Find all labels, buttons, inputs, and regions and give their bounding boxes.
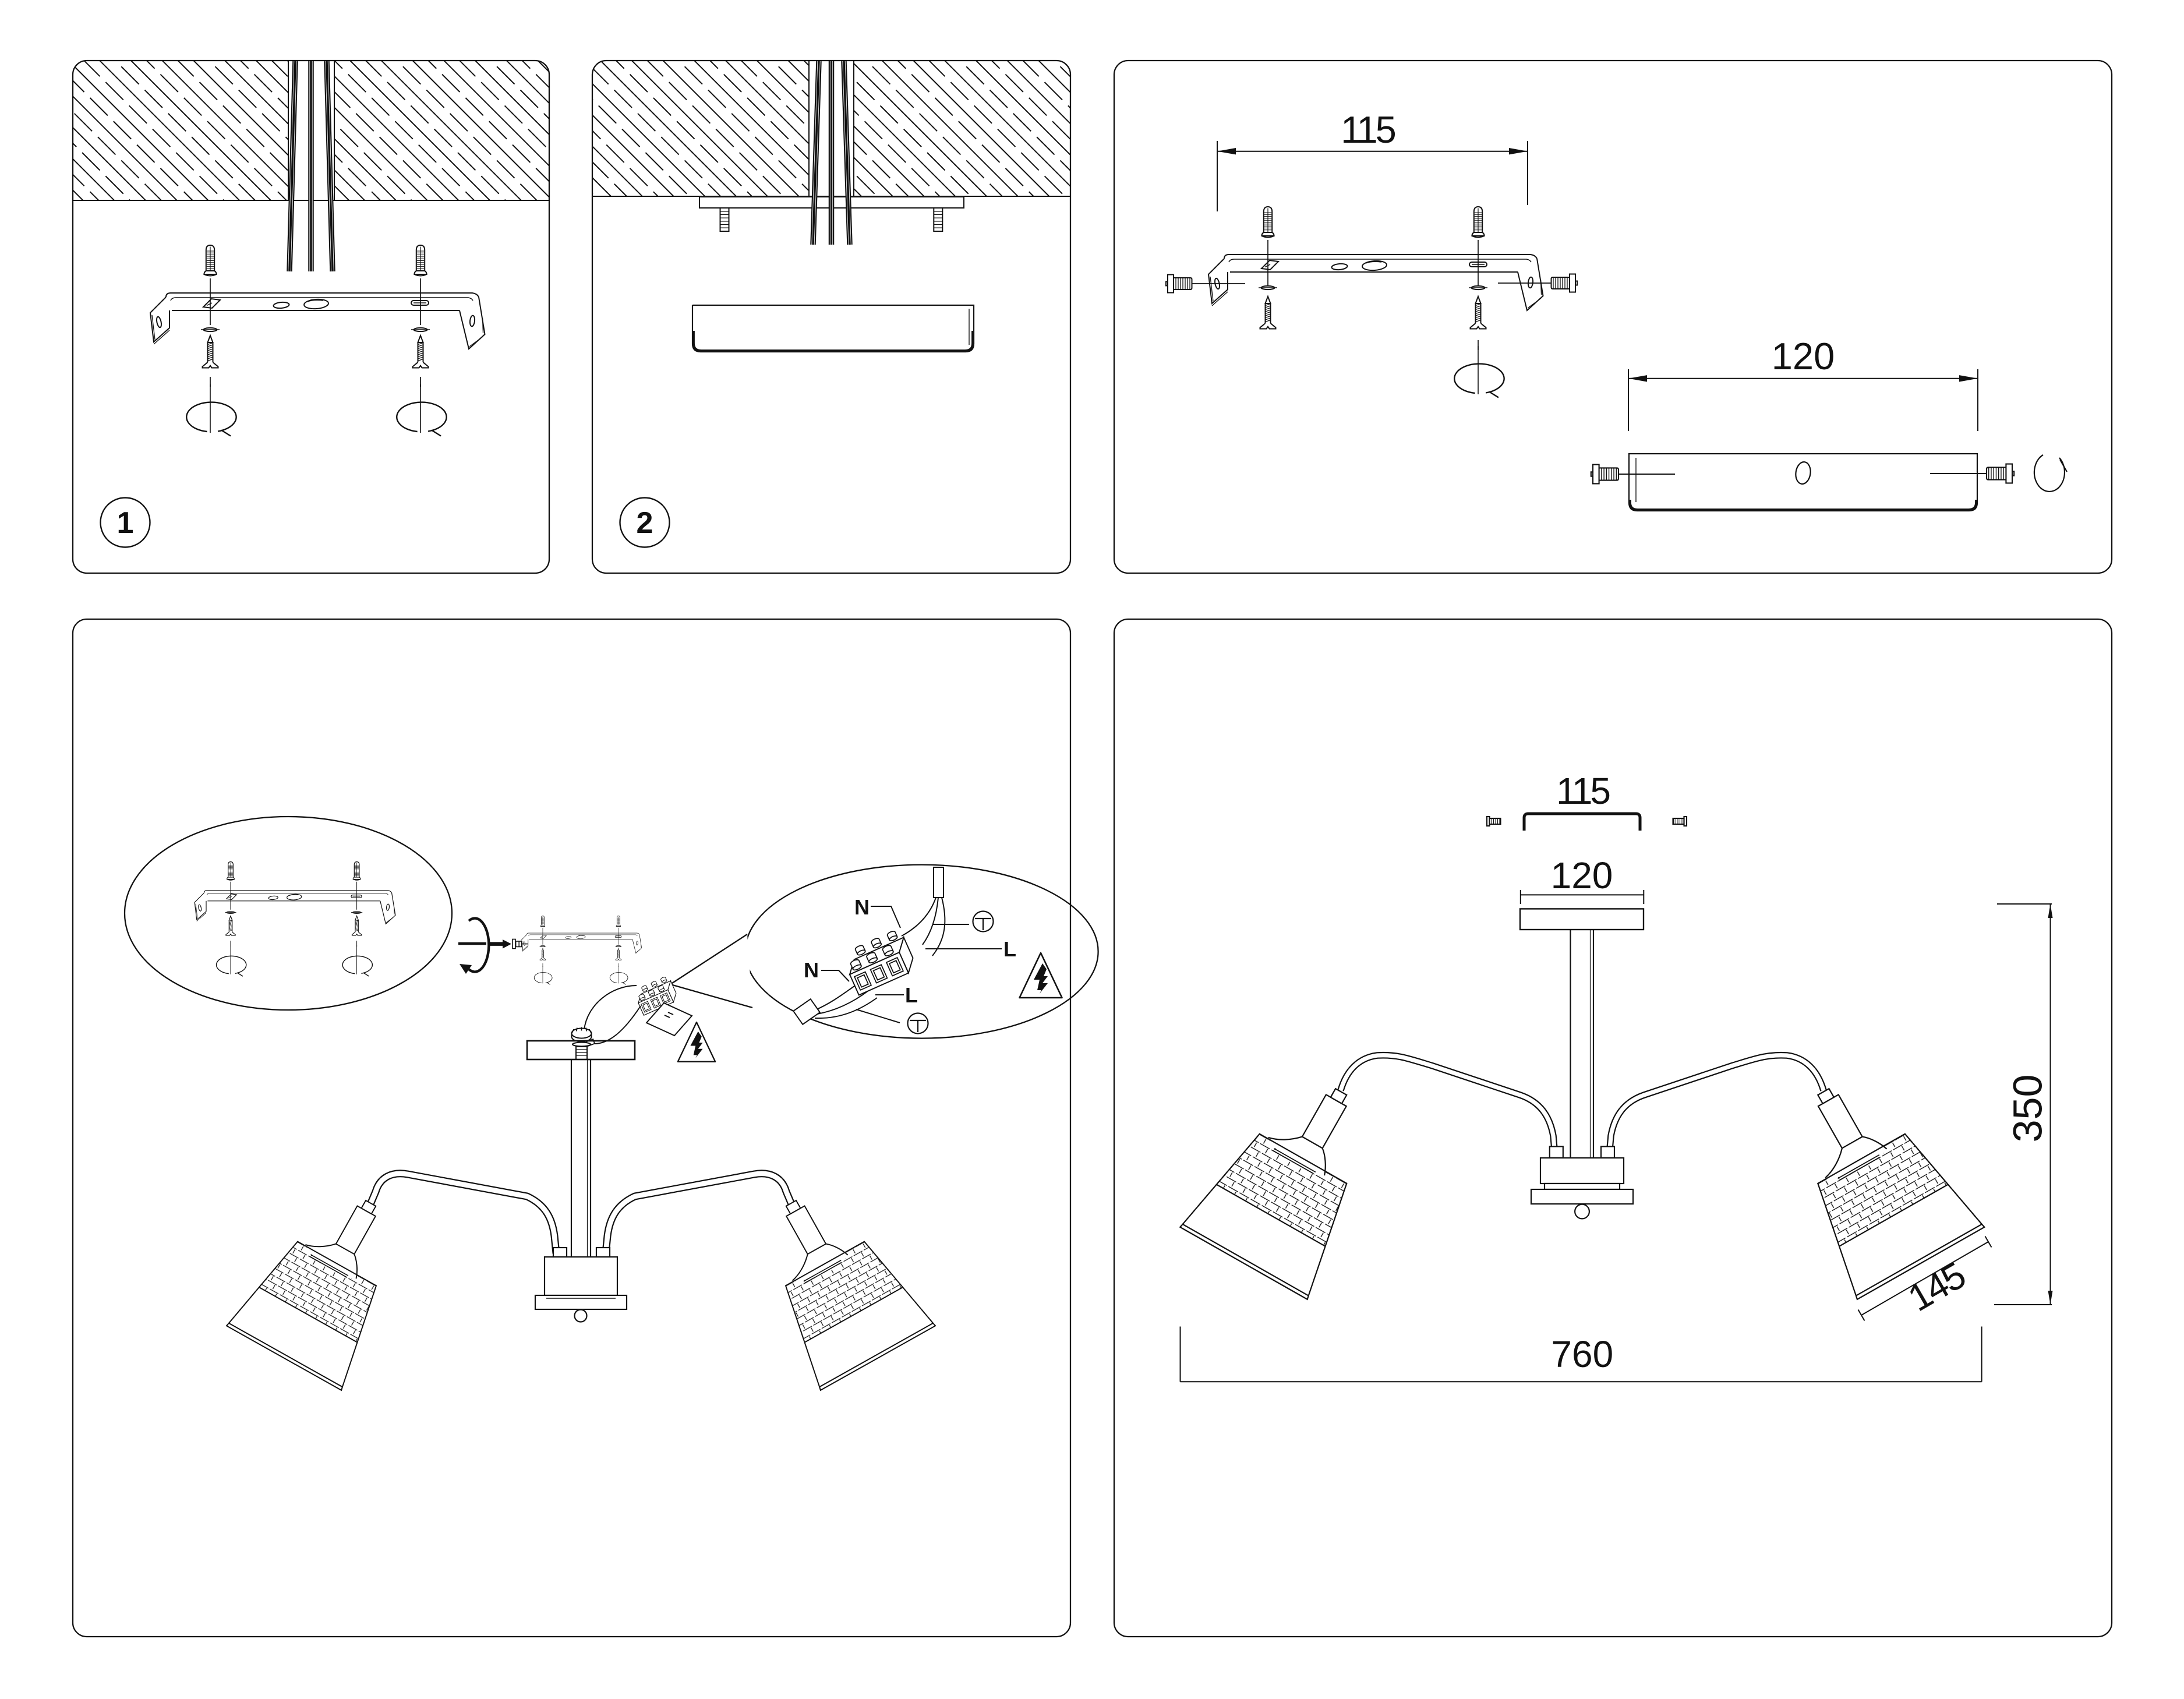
- svg-text:120: 120: [1551, 854, 1613, 896]
- svg-text:1: 1: [117, 506, 134, 540]
- svg-text:N: N: [804, 958, 819, 982]
- svg-text:760: 760: [1551, 1333, 1613, 1375]
- svg-text:350: 350: [2005, 1075, 2050, 1143]
- svg-text:N: N: [854, 895, 870, 919]
- svg-text:L: L: [1003, 937, 1016, 961]
- svg-text:2: 2: [637, 506, 653, 540]
- svg-text:115: 115: [1556, 770, 1609, 812]
- svg-text:115: 115: [1341, 108, 1395, 151]
- svg-text:120: 120: [1772, 335, 1835, 377]
- svg-text:L: L: [905, 983, 918, 1007]
